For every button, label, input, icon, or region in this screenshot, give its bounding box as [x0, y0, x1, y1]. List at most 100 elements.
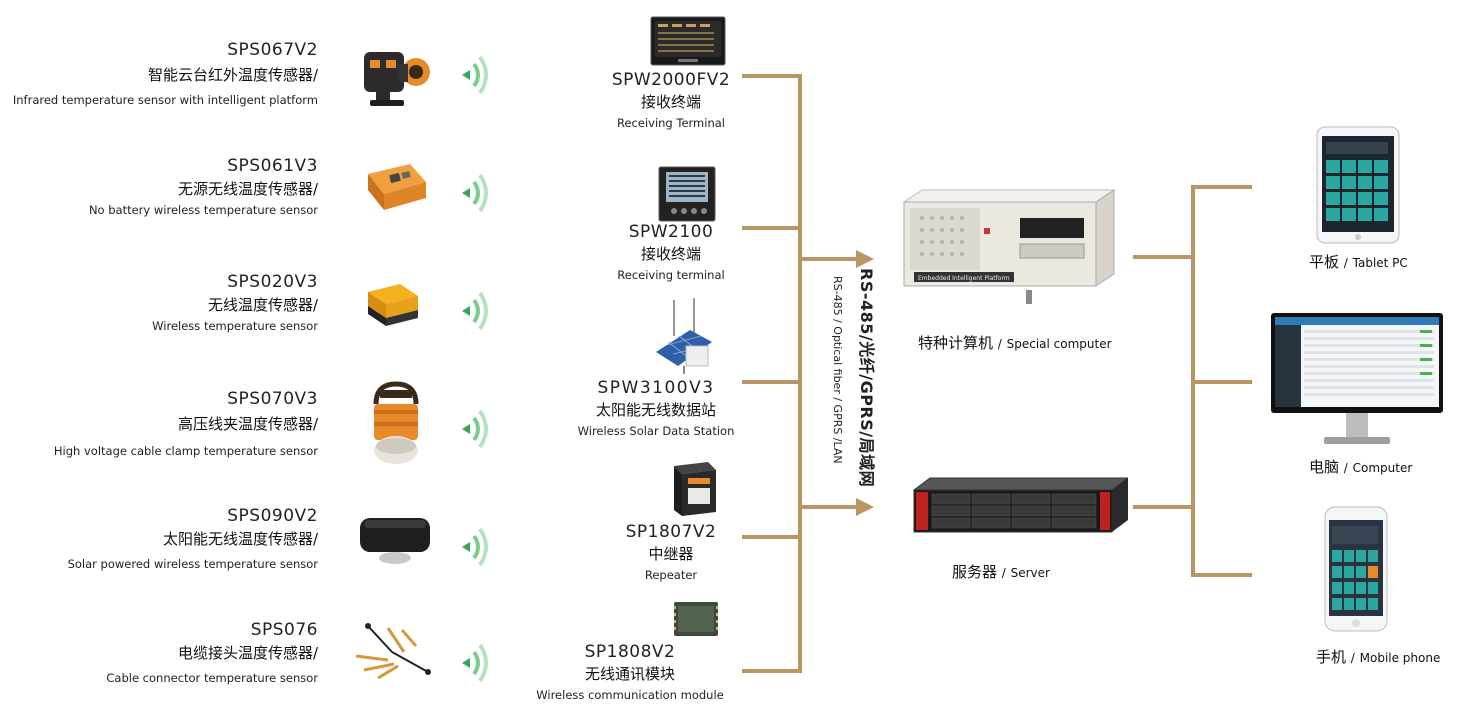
receiver-model: SPW2000FV2: [611, 70, 731, 90]
sensor-model: SPS067V2: [227, 40, 318, 60]
solar-sensor-image: [360, 518, 430, 564]
client-bus-line: [1191, 185, 1195, 577]
sensor-model: SPS070V3: [227, 389, 318, 409]
bus-label-cn: RS-485/光纤/GPRS/局域网: [857, 268, 876, 488]
connector-line: [1195, 185, 1252, 189]
sensor-name-cn: 智能云台红外温度传感器/: [147, 66, 318, 84]
tablet-image: [1316, 126, 1400, 244]
wireless-sensor-image: [368, 284, 418, 326]
wireless-signal-icon: [462, 55, 488, 95]
host-label-cn: 特种计算机: [918, 334, 994, 352]
client-label: 平板 / Tablet PC: [1309, 251, 1408, 272]
sensor-name-cn: 无线温度传感器/: [207, 296, 318, 314]
host-label-en: Server: [1010, 566, 1050, 580]
server-image: [912, 477, 1128, 533]
sensor-item: SPS061V3 无源无线温度传感器/ No battery wireless …: [0, 156, 318, 217]
cable-clamp-sensor-image: [373, 381, 419, 464]
connector-line: [802, 505, 858, 509]
cable-connector-sensor-image: [355, 623, 431, 680]
sensor-name-cn: 无源无线温度传感器/: [177, 180, 318, 198]
connector-line: [742, 669, 802, 673]
bus-label-en: RS-485 / Optical fiber / GPRS /LAN: [831, 276, 844, 464]
battery-free-sensor-image: [368, 164, 426, 210]
sensor-name-en: No battery wireless temperature sensor: [88, 203, 318, 217]
connector-line: [1133, 505, 1195, 509]
sensor-name-cn: 高压线夹温度传感器/: [177, 415, 318, 433]
wireless-signal-icon: [462, 173, 488, 213]
receiver-model: SPW2100: [628, 222, 714, 242]
host-label: 服务器 / Server: [952, 561, 1050, 582]
receiver-model: SPW3100V3: [597, 378, 715, 398]
receiver-item: SP1807V2 中继器 Repeater: [596, 522, 746, 582]
receiver-name-en: Wireless communication module: [536, 688, 724, 702]
wireless-signal-icon: [462, 409, 488, 449]
receiving-terminal-panel-image: [650, 16, 726, 66]
connector-line: [742, 535, 802, 539]
host-label-sep: /: [997, 337, 1002, 351]
receiver-item: SPW2100 接收终端 Receiving terminal: [596, 222, 746, 282]
computer-brand-text: Embedded Intelligent Platform: [918, 275, 1010, 282]
receiver-name-cn: 太阳能无线数据站: [595, 401, 716, 419]
connector-line: [1133, 255, 1195, 259]
client-label: 电脑 / Computer: [1309, 456, 1412, 477]
client-label-en: Computer: [1352, 461, 1413, 475]
sensor-item: SPS076 电缆接头温度传感器/ Cable connector temper…: [0, 620, 318, 685]
client-label-cn: 平板: [1309, 253, 1340, 271]
client-label-en: Tablet PC: [1352, 256, 1408, 270]
wireless-signal-icon: [462, 643, 488, 683]
sensor-name-en: Wireless temperature sensor: [152, 319, 318, 333]
connector-line: [1195, 573, 1252, 577]
client-label-cn: 电脑: [1309, 458, 1340, 476]
arrow-right-icon: [856, 250, 874, 268]
receiver-name-cn: 接收终端: [640, 93, 701, 111]
repeater-image: [674, 462, 716, 516]
sensor-item: SPS090V2 太阳能无线温度传感器/ Solar powered wirel…: [0, 506, 318, 571]
sensor-name-en: Infrared temperature sensor with intelli…: [12, 93, 318, 107]
receiver-name-cn: 接收终端: [640, 245, 701, 263]
receiver-model: SP1807V2: [625, 522, 717, 542]
sensor-name-en: Solar powered wireless temperature senso…: [67, 557, 318, 571]
host-label: 特种计算机 / Special computer: [918, 332, 1112, 353]
sensor-item: SPS070V3 高压线夹温度传感器/ High voltage cable c…: [0, 389, 318, 458]
sensor-name-cn: 太阳能无线温度传感器/: [162, 530, 318, 548]
sensor-name-cn: 电缆接头温度传感器/: [177, 644, 318, 662]
infrared-platform-sensor-image: [364, 52, 430, 106]
connector-line: [1195, 380, 1252, 384]
client-label-en: Mobile phone: [1359, 651, 1441, 665]
sensor-name-en: High voltage cable clamp temperature sen…: [53, 444, 318, 458]
host-label-en: Special computer: [1006, 337, 1112, 351]
connector-line: [742, 380, 802, 384]
special-computer-image: Embedded Intelligent Platform: [902, 189, 1116, 304]
client-label-sep: /: [1350, 651, 1355, 665]
receiver-name-cn: 中继器: [648, 545, 694, 563]
receiving-terminal-meter-image: [658, 166, 716, 222]
client-label-sep: /: [1343, 461, 1348, 475]
client-label-sep: /: [1343, 256, 1348, 270]
sensor-item: SPS067V2 智能云台红外温度传感器/ Infrared temperatu…: [0, 40, 318, 107]
connector-line: [742, 74, 802, 78]
sensor-model: SPS090V2: [227, 506, 318, 526]
receiver-item: SPW2000FV2 接收终端 Receiving Terminal: [596, 70, 746, 130]
solar-data-station-image: [656, 298, 712, 374]
bus-line: [798, 74, 802, 673]
sensor-model: SPS020V3: [227, 272, 318, 292]
wireless-signal-icon: [462, 527, 488, 567]
wireless-signal-icon: [462, 291, 488, 331]
connector-line: [742, 226, 802, 230]
host-label-sep: /: [1001, 566, 1006, 580]
receiver-item: SPW3100V3 太阳能无线数据站 Wireless Solar Data S…: [566, 378, 746, 438]
client-label-cn: 手机: [1316, 648, 1347, 666]
receiver-name-en: Repeater: [644, 568, 698, 582]
wireless-module-image: [674, 602, 718, 636]
mobile-phone-image: [1324, 506, 1388, 632]
arrow-right-icon: [856, 498, 874, 516]
sensor-item: SPS020V3 无线温度传感器/ Wireless temperature s…: [0, 272, 318, 333]
sensor-name-en: Cable connector temperature sensor: [106, 671, 318, 685]
receiver-item: SP1808V2 无线通讯模块 Wireless communication m…: [530, 642, 730, 702]
receiver-name-en: Wireless Solar Data Station: [577, 424, 735, 438]
host-label-cn: 服务器: [952, 563, 998, 581]
receiver-name-cn: 无线通讯模块: [584, 665, 675, 683]
connector-line: [802, 257, 858, 261]
sensor-model: SPS076: [250, 620, 318, 640]
client-label: 手机 / Mobile phone: [1316, 646, 1440, 667]
